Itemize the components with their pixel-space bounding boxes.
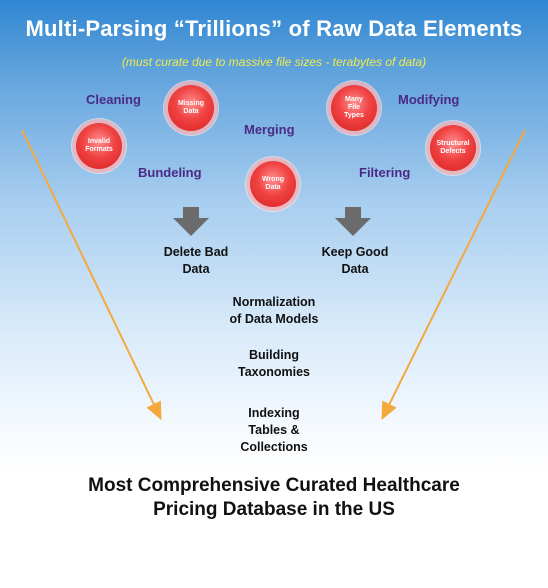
operation-modifying: Modifying (398, 92, 460, 107)
step-indexing: Indexing Tables & Collections (240, 406, 308, 454)
bubble-many-file-types: Many File Types (331, 85, 377, 131)
operation-bundeling: Bundeling (138, 165, 202, 180)
bubble-wrong-data: Wrong Data (250, 161, 296, 207)
step-normalization: Normalization of Data Models (229, 295, 319, 326)
bubble-structural-defects: Structural Defects (430, 125, 476, 171)
operation-merging: Merging (244, 122, 295, 137)
right-down-arrow-icon (335, 207, 371, 236)
step-building-taxonomies: Building Taxonomies (237, 348, 310, 379)
subtitle: (must curate due to massive file sizes -… (121, 55, 427, 69)
page-title: Multi-Parsing “Trillions” of Raw Data El… (25, 16, 523, 41)
step-keep-good-data: Keep Good Data (321, 245, 389, 276)
bubble-invalid-formats: Invalid Formats (76, 123, 122, 169)
operation-cleaning: Cleaning (86, 92, 141, 107)
conclusion-text: Most Comprehensive Curated Healthcare Pr… (88, 475, 460, 520)
left-funnel-arrow (21, 129, 162, 421)
right-funnel-arrow (381, 129, 526, 421)
operation-filtering: Filtering (359, 165, 411, 180)
bubble-missing-data: Missing Data (168, 85, 214, 131)
left-down-arrow-icon (173, 207, 209, 236)
step-delete-bad-data: Delete Bad Data (163, 245, 229, 276)
